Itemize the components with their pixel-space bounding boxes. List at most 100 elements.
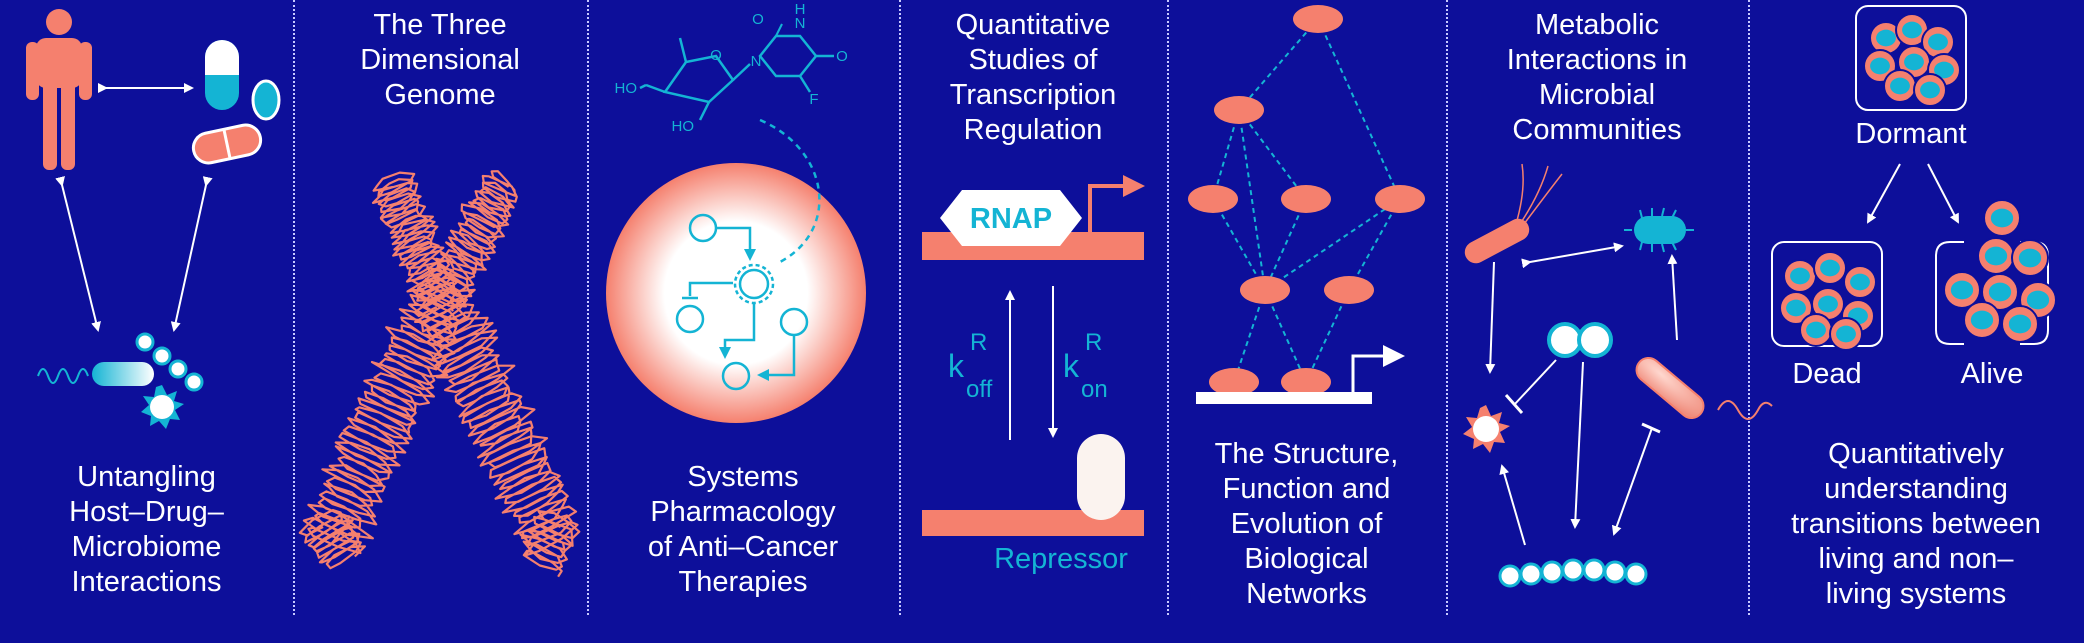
drug-path-dashed — [759, 118, 821, 264]
alive-nucleus — [1988, 282, 2012, 302]
alive-nucleus — [1950, 280, 1974, 300]
flow-arrow-2 — [1570, 361, 1584, 529]
dormant-cells-icon — [1863, 13, 1961, 107]
capsule-icon — [205, 40, 239, 110]
divider-6 — [1748, 0, 1750, 615]
divider-4 — [1167, 0, 1169, 615]
dead-nucleus — [1820, 259, 1840, 277]
drug-microbe-arrow — [170, 176, 213, 332]
chromatin-strand — [519, 510, 581, 578]
svg-text:k: k — [948, 348, 965, 384]
inhibit-line-2 — [1611, 427, 1653, 536]
panel-metabolic — [1463, 163, 1773, 588]
dormant-nucleus — [1928, 33, 1948, 51]
flow-arrow-3 — [1667, 254, 1678, 341]
dormant-box — [1855, 5, 1967, 111]
panel-pharmacology: HO HO O N N H O O F — [606, 1, 866, 423]
alive-cells-icon — [1943, 199, 2057, 343]
koff-label: k R off — [948, 329, 993, 403]
dead-nucleus — [1850, 273, 1870, 291]
cocci-chain-icon-2 — [1498, 558, 1648, 588]
panel1-caption: Untangling Host–Drug– Microbiome Interac… — [69, 461, 224, 598]
alive-nucleus — [1984, 246, 2008, 266]
alive-nucleus — [1990, 208, 2014, 228]
mol-o-ring: O — [710, 47, 722, 64]
dormant-nucleus — [1934, 61, 1954, 79]
svg-text:off: off — [966, 376, 993, 403]
divider-1 — [293, 0, 295, 615]
svg-text:on: on — [1081, 376, 1108, 403]
chromatin-strand — [298, 509, 366, 570]
kon-label: k R on — [1063, 329, 1108, 403]
mol-o-right: O — [836, 48, 848, 65]
exchange-arrow-1 — [1521, 242, 1624, 269]
flagellated-rod-icon — [1464, 163, 1563, 264]
mol-o-top: O — [752, 11, 764, 28]
panel7-caption: Quantitatively understanding transitions… — [1791, 438, 2041, 610]
mol-ho-bottom: HO — [672, 118, 695, 135]
mol-h: H — [795, 1, 806, 18]
panel-transcription: RNAP k R off k R on Repressor — [922, 175, 1145, 575]
alive-label: Alive — [1960, 358, 2024, 390]
repressor-icon — [1077, 434, 1125, 520]
dormant-label: Dormant — [1855, 118, 1967, 150]
dead-nucleus — [1786, 299, 1806, 317]
rnap-hexagon — [940, 190, 1082, 246]
rnap-label: RNAP — [970, 203, 1052, 235]
pill-icon — [191, 123, 263, 165]
dead-box — [1771, 241, 1883, 347]
repressor-label: Repressor — [994, 543, 1128, 575]
person-icon — [26, 9, 92, 170]
alive-nucleus — [2026, 290, 2050, 310]
tablet-icon — [251, 79, 281, 121]
dormant-nucleus — [1904, 53, 1924, 71]
inhibit-bar-1 — [1504, 394, 1524, 414]
svg-text:R: R — [1085, 329, 1102, 356]
dead-label: Dead — [1792, 358, 1862, 390]
alive-nucleus — [1970, 310, 1994, 330]
network-edges — [1212, 18, 1401, 383]
divider-2 — [587, 0, 589, 615]
alive-nucleus — [2018, 248, 2042, 268]
molecule-labels: HO HO O N N H O O F — [615, 1, 848, 135]
dead-nucleus — [1836, 325, 1856, 343]
panel2-title: The Three Dimensional Genome — [360, 9, 520, 111]
divider-3 — [899, 0, 901, 615]
mol-n1: N — [751, 53, 762, 70]
svg-text:R: R — [970, 329, 987, 356]
network-dna-line — [1196, 392, 1372, 404]
cocci-chain-icon — [135, 332, 204, 392]
dormant-nucleus — [1890, 77, 1910, 95]
spiky-cell-icon — [1624, 207, 1694, 253]
chromatin-strand — [417, 170, 518, 312]
panel5-caption: The Structure, Function and Evolution of… — [1214, 438, 1399, 610]
starburst-cell-icon-2 — [1463, 405, 1510, 453]
dormant-nucleus — [1920, 81, 1940, 99]
promoter-arrow-2 — [1351, 345, 1405, 392]
chromosome-icon — [298, 170, 581, 578]
inhibit-bar-2 — [1641, 422, 1661, 434]
panel-living-transitions — [1771, 5, 2057, 351]
dormant-nucleus — [1902, 21, 1922, 39]
diplococcus-icon — [1547, 322, 1613, 358]
dormant-alive-arrow — [1927, 163, 1959, 224]
mol-nh: N — [795, 15, 806, 32]
flagellum-icon — [37, 368, 89, 384]
promoter-arrow-1 — [1088, 175, 1145, 232]
molecule-icon — [639, 23, 834, 121]
starburst-cell-icon — [141, 385, 184, 429]
panel6-title: Metabolic Interactions in Microbial Comm… — [1506, 9, 1688, 146]
person-microbe-arrow — [55, 176, 101, 332]
flow-arrow-1 — [1485, 261, 1496, 374]
flow-arrow-4 — [1499, 464, 1526, 546]
dead-nucleus — [1818, 295, 1838, 313]
mol-ho-top: HO — [615, 80, 638, 97]
divider-5 — [1446, 0, 1448, 615]
dead-nucleus — [1790, 267, 1810, 285]
network-motif — [675, 213, 809, 391]
panel3-caption: Systems Pharmacology of Anti–Cancer Ther… — [647, 461, 839, 598]
dead-cells-icon — [1779, 251, 1877, 351]
network-nodes — [1188, 5, 1425, 396]
